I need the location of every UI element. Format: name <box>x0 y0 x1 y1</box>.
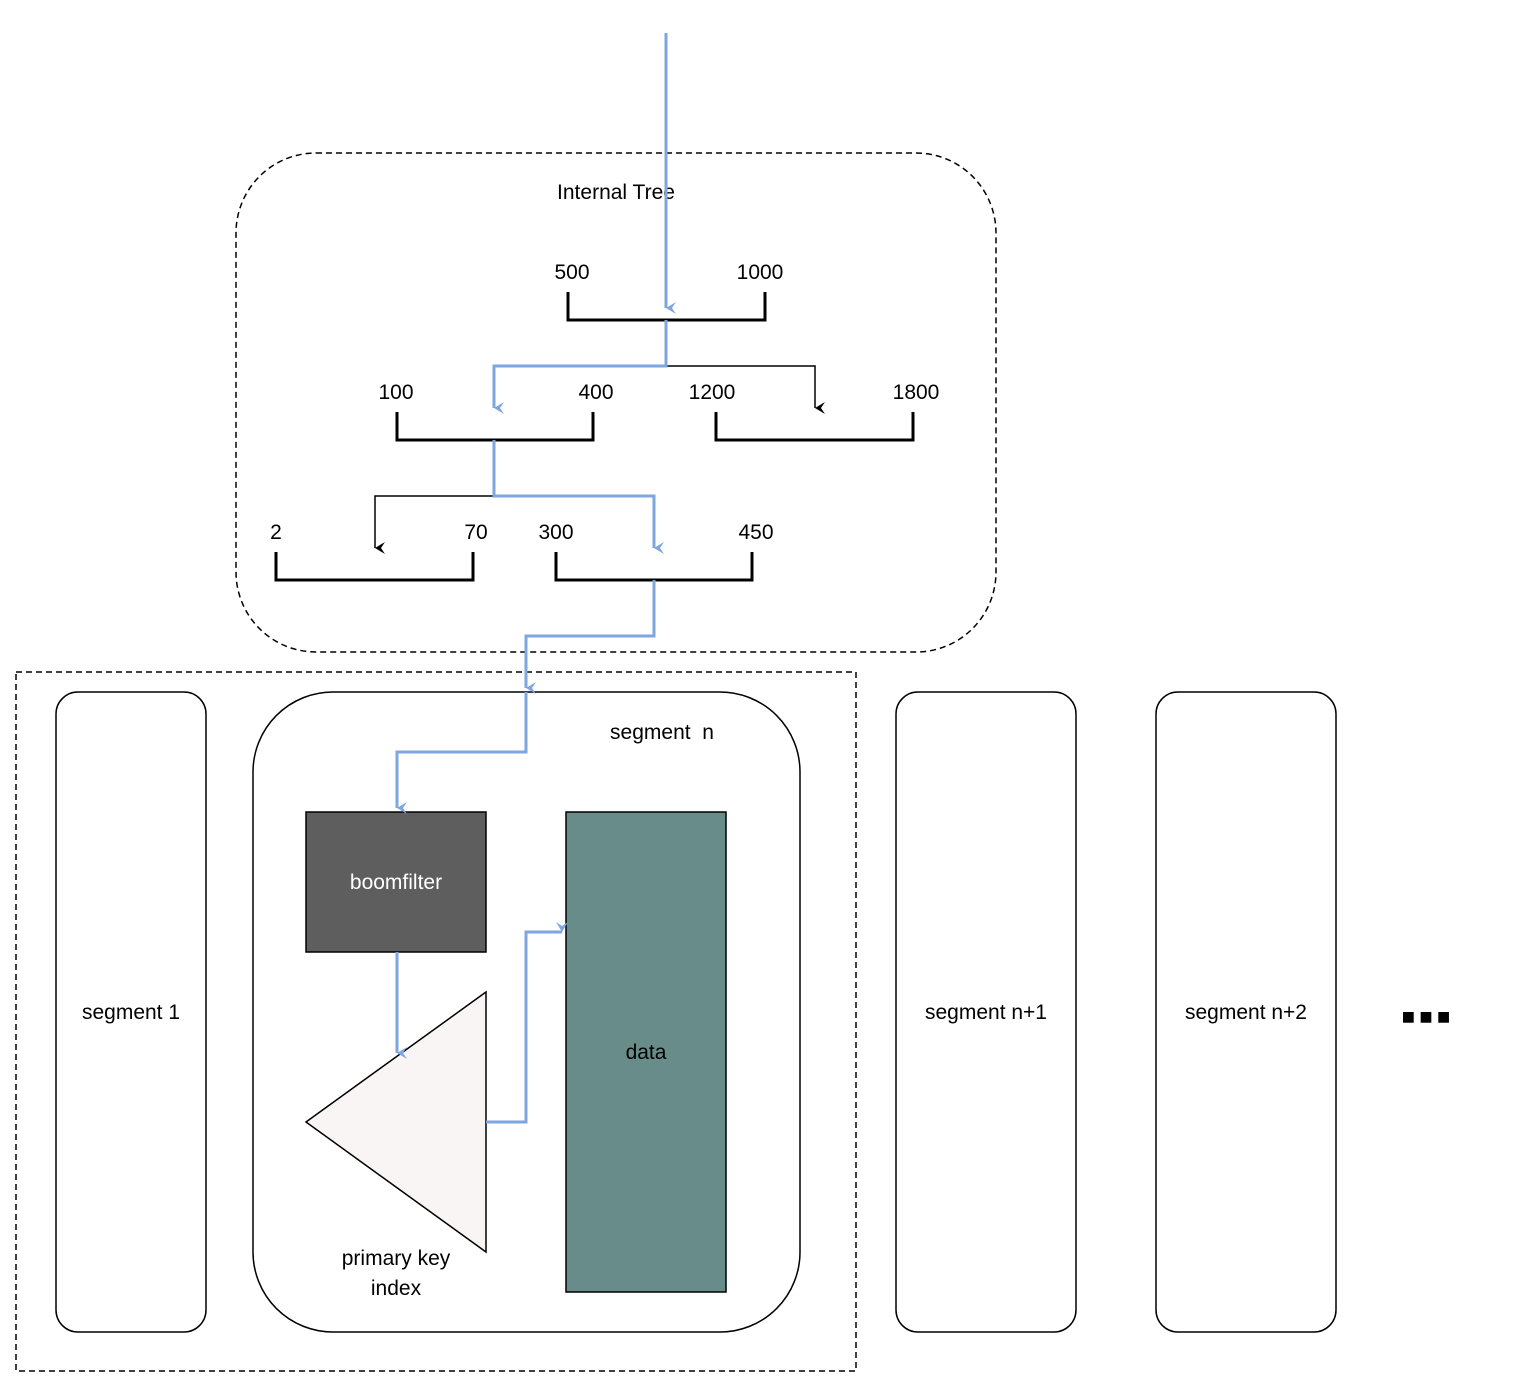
search-path-root-to-l2 <box>492 320 668 414</box>
primary-key-index-label-line2: index <box>371 1277 422 1300</box>
search-path-l2-to-l3 <box>492 440 664 554</box>
internal-tree-container <box>235 152 997 653</box>
segment-n1-label: segment n+1 <box>925 1001 1047 1024</box>
primary-key-index-label-line1: primary key <box>342 1247 451 1270</box>
l2-right-left-key: 1200 <box>689 381 736 404</box>
data-label: data <box>626 1041 667 1064</box>
l3-left-left-key: 2 <box>270 521 282 544</box>
l3-right-right-key: 450 <box>738 521 773 544</box>
segment-n2-label: segment n+2 <box>1185 1001 1307 1024</box>
segment-group-container <box>15 671 857 1372</box>
edge-l2-to-left <box>374 495 494 554</box>
more-segments-ellipsis: ■ ■ ■ <box>1402 1009 1451 1025</box>
segment-n1-box <box>895 691 1077 1333</box>
l2-left-right-key: 400 <box>578 381 613 404</box>
l3-left-right-key: 70 <box>464 521 487 544</box>
level3-right-node <box>554 552 754 582</box>
level2-left-node <box>395 412 595 442</box>
search-path-to-bloom-filter <box>395 692 528 814</box>
search-path-to-data <box>486 922 568 1124</box>
level3-left-node <box>274 552 475 582</box>
search-path-l3-to-segments <box>524 580 656 694</box>
l2-right-right-key: 1800 <box>893 381 940 404</box>
edge-root-to-right <box>666 365 825 414</box>
data-block <box>565 811 727 1293</box>
bloom-filter-label: boomfilter <box>350 871 442 894</box>
root-right-key: 1000 <box>737 261 784 284</box>
level2-right-node <box>714 412 915 442</box>
l2-left-left-key: 100 <box>378 381 413 404</box>
segment-n2-box <box>1155 691 1337 1333</box>
segment-1-box <box>55 691 207 1333</box>
l3-right-left-key: 300 <box>538 521 573 544</box>
segment-n-label: segment n <box>610 721 714 744</box>
root-left-key: 500 <box>554 261 589 284</box>
segment-1-label: segment 1 <box>82 1001 180 1024</box>
internal-tree-title: Internal Tree <box>557 181 675 204</box>
